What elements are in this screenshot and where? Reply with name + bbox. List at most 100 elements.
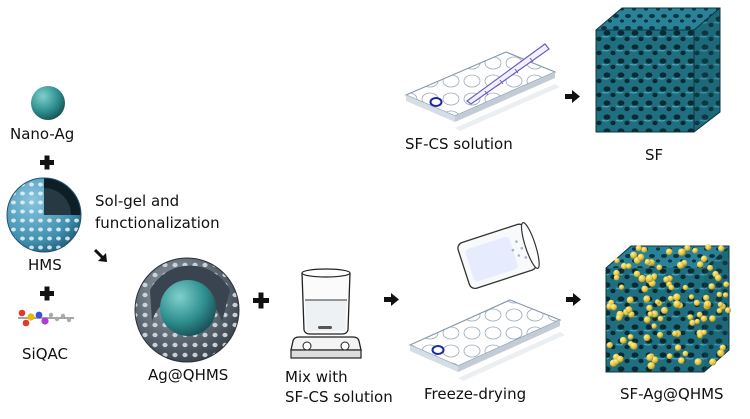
gold-particle [656,264,663,271]
gold-particle [638,274,646,283]
gold-particle [709,315,716,322]
gold-particle [620,262,628,270]
gold-particle [616,355,624,363]
plus-icon [40,155,54,170]
arrow-icon [566,293,581,306]
sf-cs-solution-label: SF-CS solution [405,135,513,153]
gold-particle [705,244,712,251]
gold-particle [626,296,634,304]
gold-particle [716,308,723,314]
gold-particle [714,274,722,282]
gold-particle [614,258,620,264]
gold-particle [694,318,700,324]
gold-particle [696,311,703,318]
arrow-icon [384,293,399,306]
gold-particle [661,306,668,314]
plus-icon [40,286,54,301]
freeze-drying-label: Freeze-drying [424,385,527,403]
gold-particle [657,316,664,322]
gold-particle [610,304,617,311]
gold-particle [613,269,620,277]
gold-particle [633,270,641,278]
gold-particle [666,353,673,360]
gold-particle [647,362,655,370]
gold-particle [682,350,689,357]
sf-ag-qhms-label: SF-Ag@QHMS [620,385,724,403]
gold-particle [643,334,651,342]
gold-particle [673,293,681,301]
sol-gel-line-1: Sol-gel and [95,192,180,210]
gold-particle [697,332,703,339]
gold-particle [693,299,701,306]
gold-particle [643,295,651,303]
mix-line-1: Mix with [285,368,348,386]
gold-particle [692,247,698,254]
gold-particle [654,299,661,305]
sf-label: SF [645,146,664,164]
gold-particle [657,331,664,338]
arrow-icon [565,90,580,103]
gold-particle [627,334,634,340]
gold-particle [646,304,653,312]
gold-particle [641,246,648,253]
gold-particle [700,315,708,322]
gold-particle [722,292,729,298]
gold-particle [637,253,645,261]
gold-particle [700,255,708,263]
gold-particle [635,245,642,252]
gold-particle [673,300,681,308]
gold-particle [663,276,670,283]
gold-particle [723,281,730,288]
gold-particle [696,261,704,268]
siqac-molecule [18,309,74,327]
gold-particle [718,245,725,252]
hms-sphere [6,177,82,253]
gold-particle [678,248,686,256]
gold-particle [630,342,638,350]
arrow-icon [93,248,107,262]
mix-line-2: SF-CS solution [285,388,393,406]
nano-ag-sphere [31,86,65,120]
well-plate-icon [408,299,565,381]
gold-particle [694,358,702,366]
gold-particle [709,358,717,366]
gold-particle [682,284,689,291]
nano-ag-label: Nano-Ag [10,125,75,143]
gold-particle [689,319,696,326]
sf-scaffold-cube [595,7,721,133]
gold-particle [703,294,710,301]
gold-particle [645,274,654,283]
gold-particle [644,258,651,265]
gold-particle [716,291,722,298]
gold-particle [719,344,726,351]
gold-particle [701,329,707,336]
gold-particle [651,323,657,329]
gold-particle [615,314,623,321]
gold-particle [668,284,675,291]
sf-ag-qhms-cube [605,244,731,373]
gold-particle [619,336,627,344]
gold-particle [674,344,682,351]
gold-particle [668,295,674,302]
gold-particle [641,285,649,293]
gold-particle [647,311,654,317]
gold-particle [606,342,613,349]
gold-particle [630,251,638,259]
gold-particle [708,283,715,290]
gold-particle [625,306,633,313]
gold-particle [613,274,620,281]
hms-label: HMS [28,256,62,274]
siqac-label: SiQAC [22,345,68,363]
gold-particle [626,263,632,269]
gold-particle [703,300,712,308]
stirrer-beaker-icon [290,268,362,359]
sol-gel-line-2: functionalization [95,214,220,232]
plus-icon [253,292,269,309]
gold-particle [646,354,654,361]
sol-gel-label: Sol-gel and functionalization [95,192,220,232]
gold-particle [717,301,724,308]
gold-particle [725,307,731,314]
gold-particle [687,314,694,320]
